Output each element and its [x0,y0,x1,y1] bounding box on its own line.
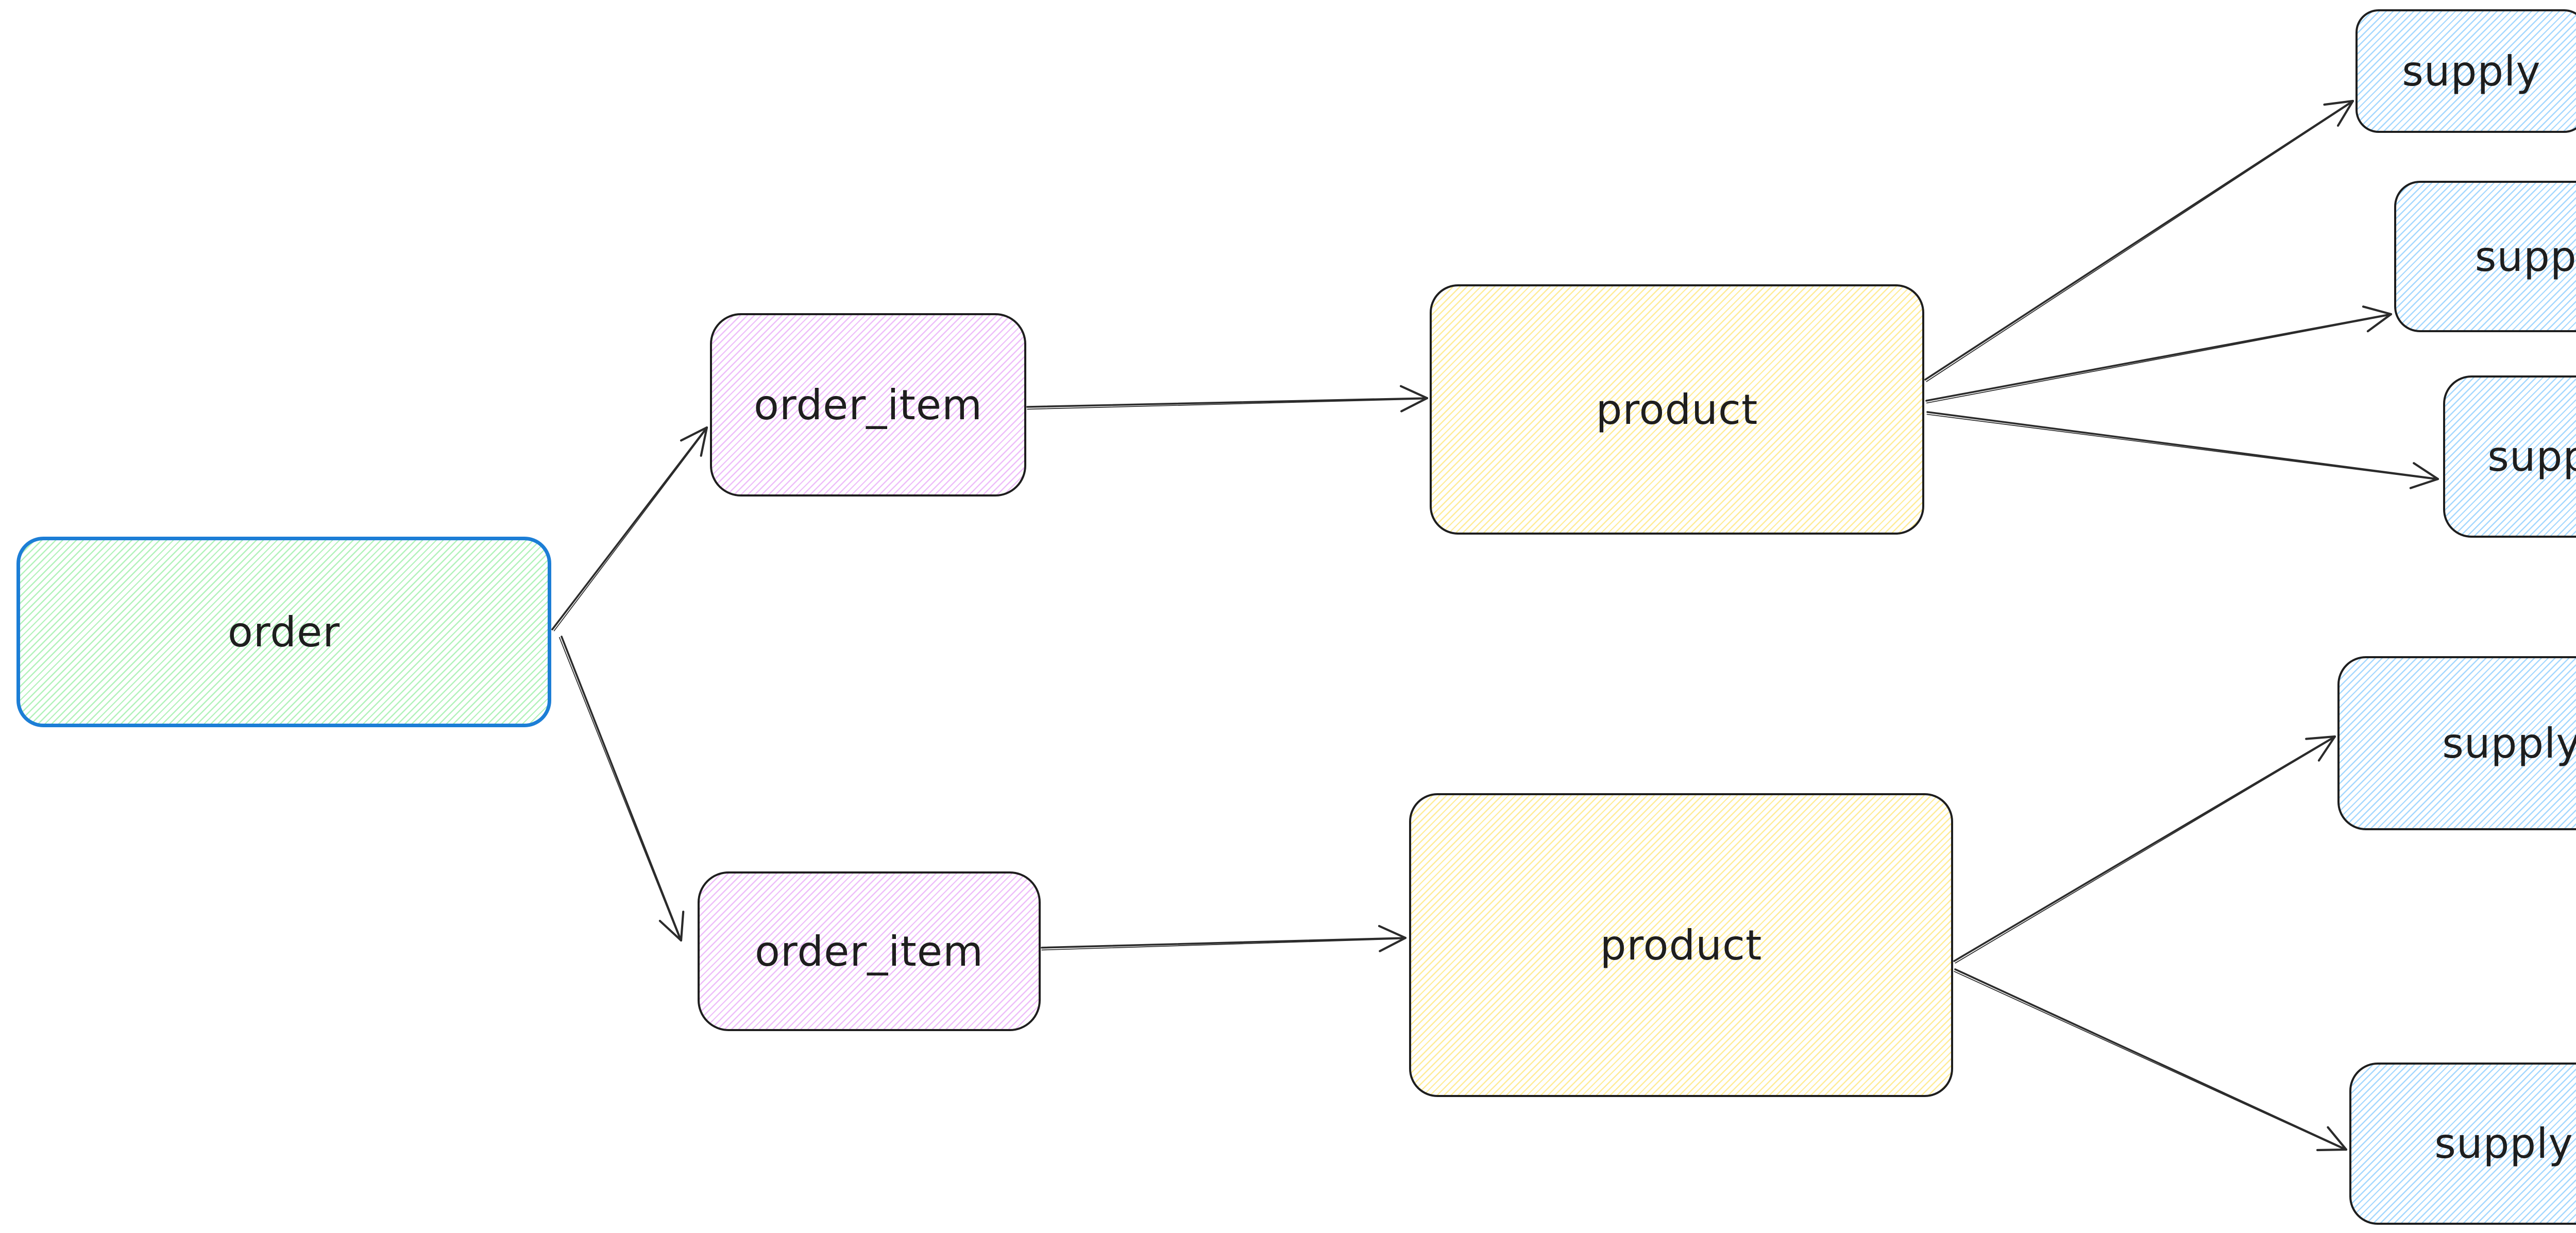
arrow-product_1-to-supply_3[interactable] [1926,411,2439,489]
node-product-2-label: product [1600,921,1762,969]
node-order-item-2-label: order_item [754,927,984,975]
node-order-label: order [227,608,341,656]
node-product-1-label: product [1596,385,1758,434]
node-supply-1-label: supply [2402,47,2541,95]
node-product-2[interactable]: product [1409,793,1953,1097]
arrow-product_1-to-supply_2[interactable] [1925,305,2393,404]
node-order-item-1-label: order_item [753,381,983,429]
node-supply-3-label: supply [2487,433,2576,481]
node-supply-2[interactable]: supply [2394,181,2576,332]
arrow-product_2-to-supply_4[interactable] [1953,735,2336,964]
node-supply-2-label: supply [2475,232,2576,281]
arrow-product_1-to-supply_1[interactable] [1924,99,2354,382]
arrow-order-to-order_item_1[interactable] [551,426,708,631]
arrow-order_item_2-to-product_2[interactable] [1041,924,1407,952]
node-supply-4[interactable]: supply [2337,656,2576,830]
node-product-1[interactable]: product [1430,284,1924,535]
arrow-order_item_1-to-product_1[interactable] [1026,385,1429,413]
arrow-order-to-order_item_2[interactable] [558,636,685,942]
node-order-item-1[interactable]: order_item [710,313,1026,496]
arrow-product_2-to-supply_5[interactable] [1954,968,2348,1152]
node-order[interactable]: order [16,537,551,727]
node-supply-1[interactable]: supply [2355,9,2576,133]
node-supply-5[interactable]: supply [2349,1063,2576,1225]
node-supply-3[interactable]: supply [2443,375,2576,538]
node-supply-4-label: supply [2442,719,2576,767]
node-order-item-2[interactable]: order_item [698,871,1041,1031]
node-supply-5-label: supply [2434,1120,2573,1168]
